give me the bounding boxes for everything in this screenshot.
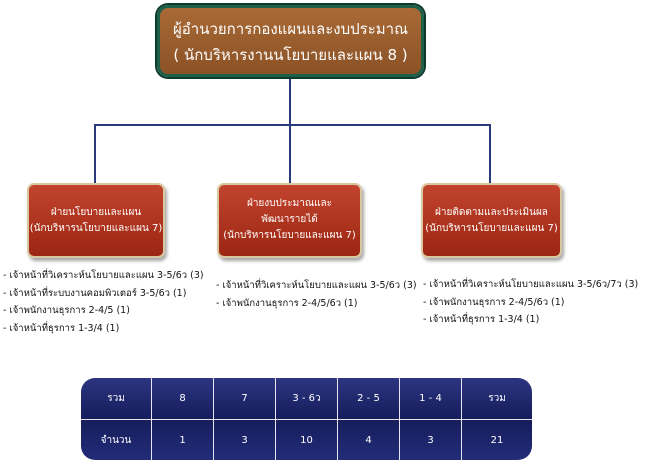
summary-cell: 4: [337, 420, 399, 460]
director-box: ผู้อำนวยการกองแผนและงบประมาณ ( นักบริหาร…: [157, 5, 424, 77]
summary-cell: 10: [275, 420, 337, 460]
connector-left-drop: [94, 124, 96, 183]
summary-cell: 3 - 6ว: [275, 378, 337, 419]
division-monitoring-staff-list: เจ้าหน้าที่วิเคราะห์นโยบายและแผน 3-5/6ว/…: [423, 276, 638, 329]
summary-cell: 1 - 4: [399, 378, 461, 419]
staff-item: เจ้าหน้าที่วิเคราะห์นโยบายและแผน 3-5/6ว …: [3, 267, 203, 285]
staff-item: เจ้าหน้าที่วิเคราะห์นโยบายและแผน 3-5/6ว/…: [423, 276, 638, 294]
division-policy-name: ฝ่ายนโยบายและแผน: [50, 207, 142, 218]
summary-row-levels: รวม 8 7 3 - 6ว 2 - 5 1 - 4 รวม: [81, 378, 532, 419]
staff-item: เจ้าหน้าที่ระบบงานคอมพิวเตอร์ 3-5/6ว (1): [3, 285, 204, 303]
division-policy-staff-list: เจ้าหน้าที่วิเคราะห์นโยบายและแผน 3-5/6ว …: [3, 267, 204, 338]
summary-cell: 3: [213, 420, 275, 460]
staff-item: เจ้าหน้าที่ธุรการ 1-3/4 (1): [3, 320, 204, 338]
connector-top-vertical: [289, 77, 291, 125]
summary-cell: 1: [151, 420, 213, 460]
staff-item: เจ้าหน้าที่ธุรการ 1-3/4 (1): [423, 311, 638, 329]
director-title: ผู้อำนวยการกองแผนและงบประมาณ: [173, 20, 408, 38]
division-policy-box: ฝ่ายนโยบายและแผน (นักบริหารนโยบายและแผน …: [27, 183, 165, 258]
division-monitoring-position: (นักบริหารนโยบายและแผน 7): [425, 223, 558, 234]
summary-cell: รวม: [461, 378, 532, 419]
summary-cell: รวม: [107, 393, 125, 404]
summary-cell: 7: [213, 378, 275, 419]
division-monitoring-box: ฝ่ายติดตามและประเมินผล (นักบริหารนโยบายแ…: [421, 183, 562, 258]
division-budget-staff-list: เจ้าหน้าที่วิเคราะห์นโยบายและแผน 3-5/6ว …: [216, 277, 417, 313]
summary-cell: 8: [151, 378, 213, 419]
division-budget-name-cont: พัฒนารายได้: [261, 214, 318, 225]
summary-cell: 21: [461, 420, 532, 460]
summary-table: รวม 8 7 3 - 6ว 2 - 5 1 - 4 รวม จำนวน 1 3…: [81, 378, 532, 460]
staff-item: เจ้าพนักงานธุรการ 2-4/5 (1): [3, 302, 204, 320]
connector-horizontal: [94, 124, 491, 126]
division-monitoring-name: ฝ่ายติดตามและประเมินผล: [435, 207, 548, 218]
staff-item: เจ้าพนักงานธุรการ 2-4/5/6ว (1): [216, 295, 417, 313]
connector-right-drop: [489, 124, 491, 183]
summary-cell: 2 - 5: [337, 378, 399, 419]
staff-item: เจ้าพนักงานธุรการ 2-4/5/6ว (1): [423, 294, 638, 312]
staff-item: เจ้าหน้าที่วิเคราะห์นโยบายและแผน 3-5/6ว …: [216, 277, 416, 295]
division-budget-name: ฝ่ายงบประมาณและ: [246, 198, 333, 209]
director-position: ( นักบริหารงานนโยบายและแผน 8 ): [173, 46, 408, 64]
summary-cell: จำนวน: [100, 435, 132, 446]
division-budget-position: (นักบริหารนโยบายและแผน 7): [223, 230, 356, 241]
summary-cell: 3: [399, 420, 461, 460]
division-budget-box: ฝ่ายงบประมาณและ พัฒนารายได้ (นักบริหารนโ…: [217, 183, 362, 258]
connector-center-drop: [289, 124, 291, 183]
summary-row-counts: จำนวน 1 3 10 4 3 21: [81, 419, 532, 460]
division-policy-position: (นักบริหารนโยบายและแผน 7): [29, 223, 163, 234]
